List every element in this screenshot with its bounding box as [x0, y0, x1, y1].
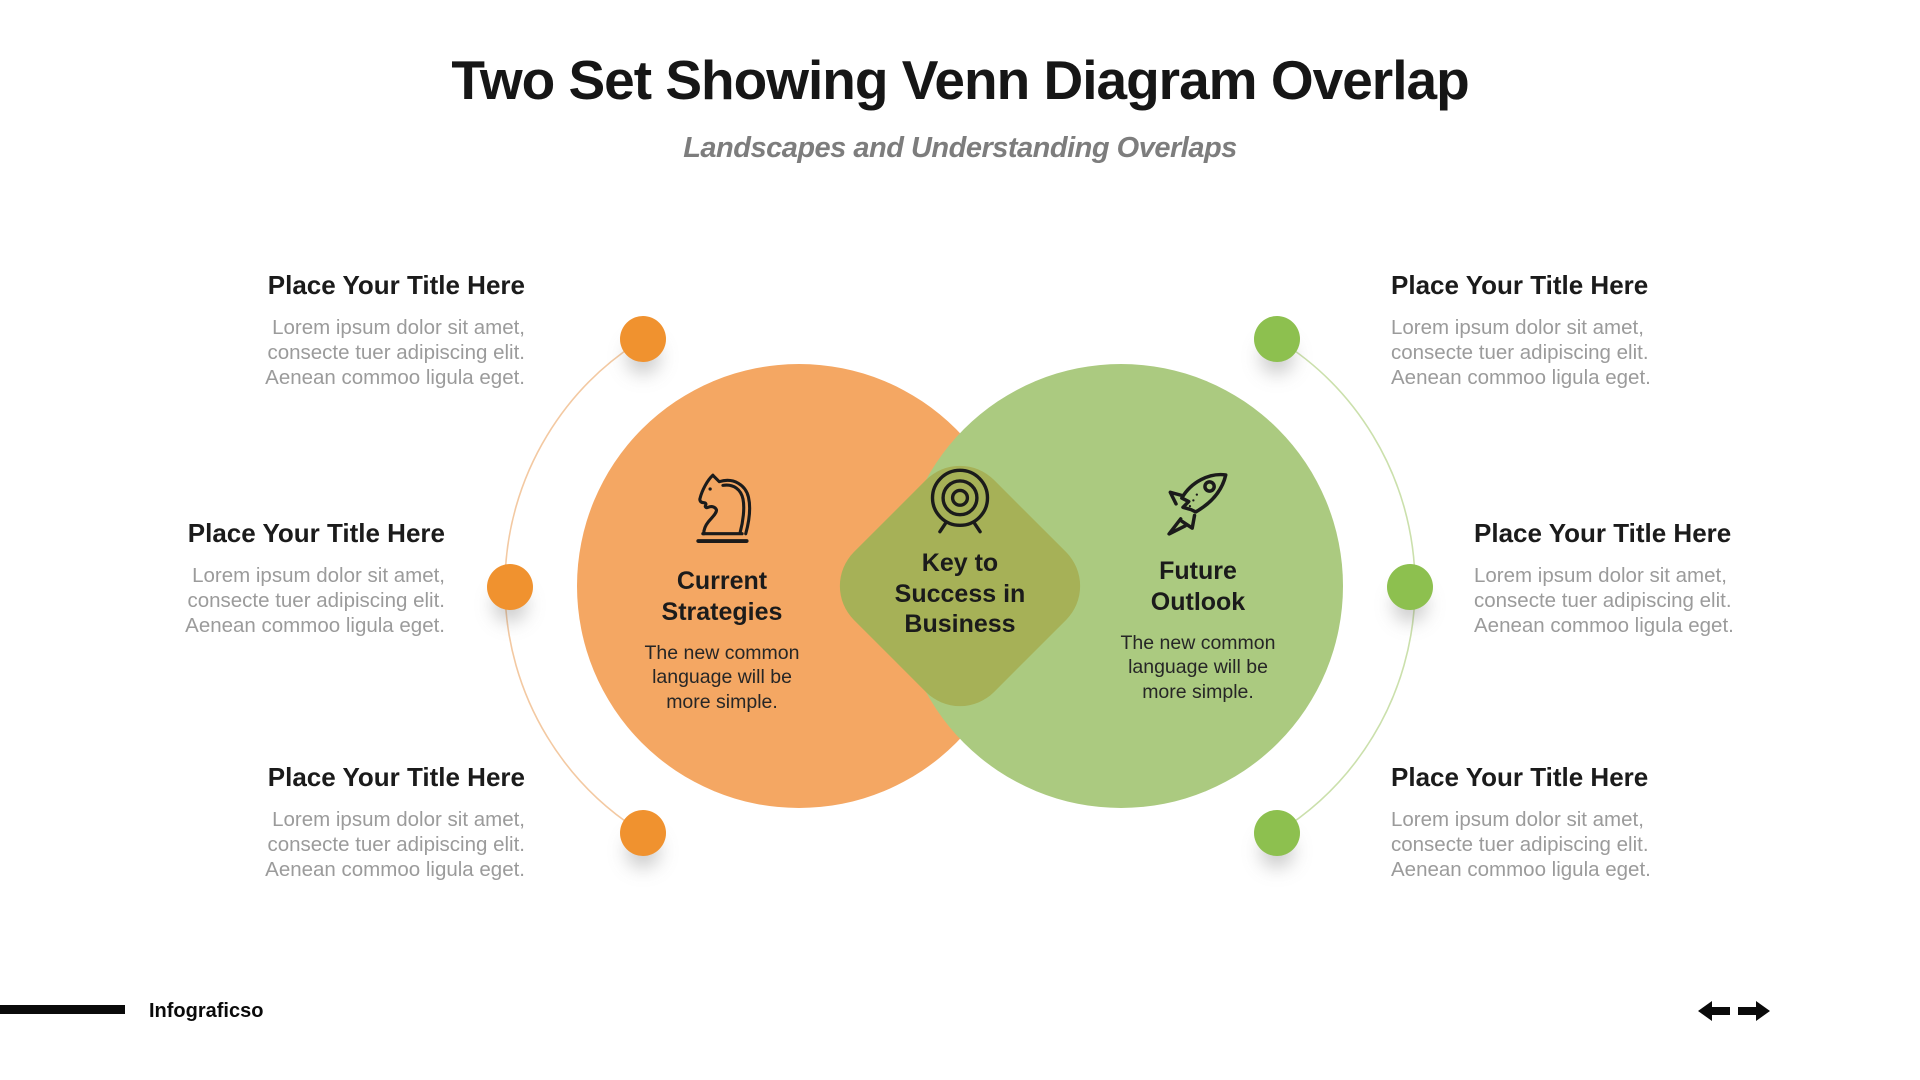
right-set-body: The new common language will be more sim… — [1120, 632, 1276, 703]
orbit-dot-right-top — [1254, 316, 1300, 362]
chess-knight-icon — [696, 473, 752, 543]
brand-bar — [0, 1005, 125, 1014]
target-icon — [930, 468, 990, 534]
callout-left-bottom: Place Your Title Here Lorem ipsum dolor … — [185, 762, 525, 882]
callout-left-top: Place Your Title Here Lorem ipsum dolor … — [185, 270, 525, 390]
right-set-heading: Future Outlook — [1150, 557, 1246, 616]
prev-arrow-icon[interactable] — [1698, 1000, 1730, 1022]
callout-body: Lorem ipsum dolor sit amet, consecte tue… — [1474, 564, 1734, 637]
callout-body: Lorem ipsum dolor sit amet, consecte tue… — [185, 564, 445, 637]
left-set-heading: Current Strategies — [661, 567, 783, 626]
callout-left-middle: Place Your Title Here Lorem ipsum dolor … — [105, 518, 445, 638]
callout-title: Place Your Title Here — [1391, 762, 1649, 792]
page-subtitle: Landscapes and Understanding Overlaps — [683, 132, 1237, 164]
callout-body: Lorem ipsum dolor sit amet, consecte tue… — [1391, 808, 1651, 881]
right-set-content: Future Outlook The new common language w… — [1088, 468, 1308, 704]
callout-right-middle: Place Your Title Here Lorem ipsum dolor … — [1474, 518, 1814, 638]
left-set-content: Current Strategies The new common langua… — [612, 468, 832, 714]
left-set-body: The new common language will be more sim… — [644, 642, 800, 713]
callout-title: Place Your Title Here — [267, 762, 525, 792]
callout-title: Place Your Title Here — [187, 518, 445, 548]
orbit-dot-left-bottom — [620, 810, 666, 856]
callout-title: Place Your Title Here — [1474, 518, 1732, 548]
orbit-dot-right-middle — [1387, 564, 1433, 610]
brand-name: Infograficso — [149, 1000, 264, 1022]
callout-body: Lorem ipsum dolor sit amet, consecte tue… — [265, 316, 525, 389]
orbit-dot-right-bottom — [1254, 810, 1300, 856]
page-title: Two Set Showing Venn Diagram Overlap — [451, 49, 1469, 111]
next-arrow-icon[interactable] — [1738, 1000, 1770, 1022]
slide-navigation — [1698, 998, 1774, 1024]
orbit-dot-left-middle — [487, 564, 533, 610]
intersection-content: Key to Success in Business — [875, 468, 1045, 640]
rocket-icon — [1167, 472, 1228, 536]
callout-title: Place Your Title Here — [1391, 270, 1649, 300]
intersection-heading: Key to Success in Business — [894, 549, 1026, 638]
orbit-dot-left-top — [620, 316, 666, 362]
callout-body: Lorem ipsum dolor sit amet, consecte tue… — [1391, 316, 1651, 389]
callout-right-bottom: Place Your Title Here Lorem ipsum dolor … — [1391, 762, 1731, 882]
callout-right-top: Place Your Title Here Lorem ipsum dolor … — [1391, 270, 1731, 390]
callout-title: Place Your Title Here — [267, 270, 525, 300]
callout-body: Lorem ipsum dolor sit amet, consecte tue… — [265, 808, 525, 881]
